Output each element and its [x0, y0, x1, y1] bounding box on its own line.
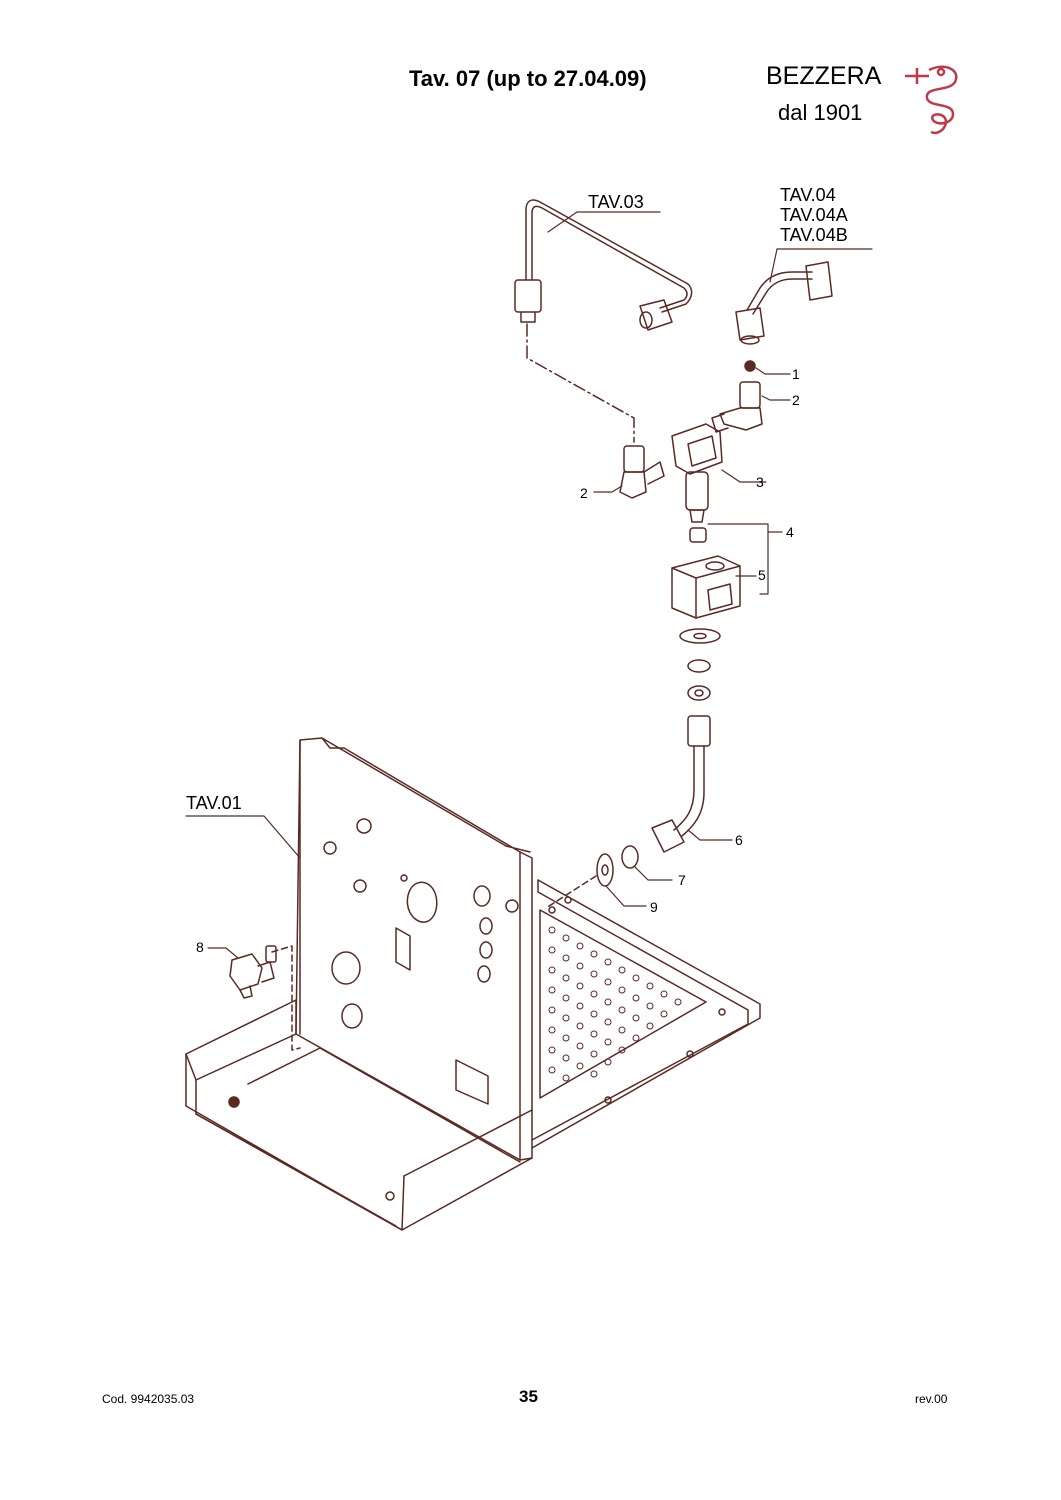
ref-tav01: TAV.01 — [186, 793, 242, 813]
callout-3: 3 — [756, 474, 764, 490]
tav03-pipe — [514, 199, 693, 331]
callout-6: 6 — [735, 832, 743, 848]
part-2-left-elbow — [619, 445, 665, 499]
frame-vertical-panel — [295, 737, 533, 1161]
callout-2-right: 2 — [792, 392, 800, 408]
brand-name: BEZZERA — [766, 62, 882, 90]
brand-tagline: dal 1901 — [778, 100, 863, 125]
ref-tav04: TAV.04 — [780, 185, 836, 205]
tav04-pipe — [735, 261, 833, 345]
part-4-sleeve — [689, 527, 707, 543]
part-6-tube — [651, 715, 711, 853]
ref-tav03: TAV.03 — [588, 192, 644, 212]
document-code: Cod. 9942035.03 — [102, 1392, 195, 1406]
ref-tav04a: TAV.04A — [780, 205, 848, 225]
page-title: Tav. 07 (up to 27.04.09) — [409, 66, 647, 91]
callout-2-left: 2 — [580, 485, 588, 501]
ref-tav04b: TAV.04B — [780, 225, 848, 245]
part-3-valve-body — [671, 423, 723, 523]
part-8-fitting — [229, 945, 277, 999]
frame-base-tray — [185, 879, 761, 1231]
callout-9: 9 — [650, 899, 658, 915]
callout-5: 5 — [758, 567, 766, 583]
tray-perforation — [548, 926, 682, 1082]
part-2-right-elbow — [711, 381, 763, 433]
leader-lines — [185, 211, 873, 959]
bezzera-logo — [905, 65, 958, 135]
page-number: 35 — [519, 1387, 538, 1406]
callout-4: 4 — [786, 524, 794, 540]
revision: rev.00 — [915, 1392, 948, 1406]
callout-8: 8 — [196, 939, 204, 955]
callout-1: 1 — [792, 366, 800, 382]
part-5-coil — [671, 555, 741, 619]
callout-7: 7 — [678, 872, 686, 888]
